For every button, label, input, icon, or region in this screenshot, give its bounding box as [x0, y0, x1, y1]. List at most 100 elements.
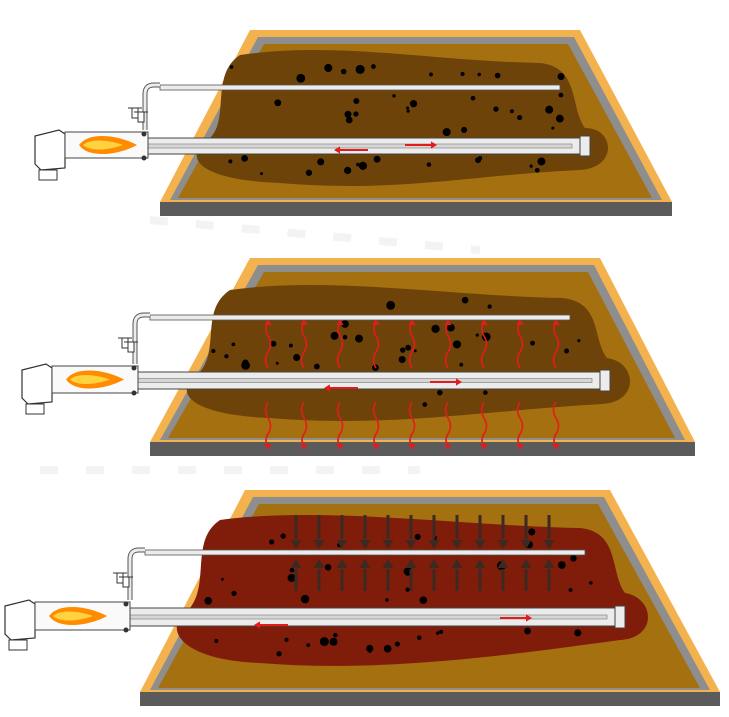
burner-foot — [8, 639, 28, 651]
contaminant-dot — [211, 349, 216, 354]
contaminant-dot — [269, 539, 275, 545]
base-slab — [160, 202, 672, 216]
contaminant-dot — [394, 641, 400, 647]
contaminant-dot — [470, 95, 476, 101]
contaminant-dot — [564, 348, 570, 354]
heat-wave-down — [408, 401, 416, 447]
contaminant-dot — [224, 354, 229, 359]
heat-wave-up — [444, 321, 452, 369]
heat-wave-down-arrowhead — [444, 444, 452, 450]
contaminant-dot — [287, 573, 296, 582]
contaminant-dot — [475, 333, 479, 337]
vapor-arrow-up-head — [336, 559, 348, 568]
contaminant-dot — [438, 629, 444, 635]
contaminant-dot — [409, 100, 418, 108]
contaminant-dot — [333, 632, 338, 638]
heat-wave-up — [552, 321, 560, 369]
heat-wave-down — [336, 401, 344, 447]
contaminant-dot — [353, 98, 360, 104]
contaminant-dot — [414, 533, 421, 540]
contaminant-dot — [570, 555, 577, 562]
heat-wave-up — [408, 321, 416, 369]
vapor-arrow-down-head — [313, 540, 325, 549]
contaminant-dot — [530, 340, 535, 346]
vapor-arrow-up-head — [290, 559, 302, 568]
contaminant-dot — [429, 72, 433, 77]
vapor-arrow-down-head — [520, 540, 532, 549]
heat-wave-down-arrowhead — [264, 444, 272, 450]
heat-wave-up-arrowhead — [552, 319, 560, 325]
contaminant-dot — [461, 296, 469, 304]
contaminant-dot — [558, 92, 564, 98]
contaminant-dot — [355, 334, 364, 343]
contaminant-dot — [460, 71, 465, 77]
vapor-arrow-down-head — [474, 540, 486, 549]
heat-wave-up-arrowhead — [444, 319, 452, 325]
flange-bolt — [123, 627, 129, 633]
vapor-arrow-down-head — [405, 540, 417, 549]
contaminant-dot — [319, 637, 329, 647]
vapor-arrow-up-head — [474, 559, 486, 568]
contaminant-dot — [324, 63, 333, 73]
heat-wave-down-arrowhead — [336, 444, 344, 450]
contaminant-dot — [284, 637, 289, 642]
contaminant-dot — [529, 164, 533, 168]
contaminant-dot — [558, 561, 566, 569]
flow-arrow-return-head — [334, 146, 340, 154]
vapor-pipe-icon — [144, 549, 586, 556]
heated-plume — [186, 285, 631, 421]
vapor-riser-inner — [143, 83, 160, 130]
heat-wave-up — [372, 321, 380, 369]
heater-inner-tube — [137, 378, 593, 383]
heat-wave-up — [516, 321, 524, 369]
heated-plume — [196, 50, 609, 186]
contaminant-dot — [371, 64, 376, 69]
contaminant-dot — [329, 637, 338, 646]
contaminant-dot — [342, 334, 348, 340]
contaminant-dot — [241, 361, 250, 370]
contaminant-dot — [436, 389, 443, 396]
heat-wave-up — [336, 321, 344, 369]
contaminant-dot — [537, 157, 546, 166]
flame-core — [70, 374, 110, 385]
contaminant-dot — [555, 114, 564, 123]
burner-foot — [25, 403, 45, 415]
contaminant-dot — [422, 402, 428, 407]
contaminant-dot — [353, 111, 359, 117]
contaminant-dot — [221, 577, 224, 581]
contaminant-dot — [229, 65, 234, 69]
heater-end-cap — [599, 369, 611, 392]
heat-wave-down-arrowhead — [300, 444, 308, 450]
contaminant-dot — [306, 643, 311, 648]
contaminant-dot — [442, 128, 451, 137]
burner-foot — [38, 169, 58, 181]
burner-unit-icon — [4, 599, 36, 641]
vapor-arrow-up-head — [520, 559, 532, 568]
heater-end-cap — [579, 135, 591, 157]
contaminant-dot — [524, 627, 531, 635]
contaminant-dot — [551, 126, 555, 130]
heat-wave-down — [264, 401, 272, 447]
contaminant-dot — [241, 155, 248, 162]
contaminant-dot — [386, 300, 396, 310]
contaminant-dot — [228, 159, 233, 164]
contaminant-dot — [405, 587, 410, 592]
contaminant-dot — [330, 331, 339, 340]
burner-unit-icon — [34, 129, 66, 171]
heat-wave-down-arrowhead — [408, 444, 416, 450]
contaminant-dot — [459, 362, 464, 367]
flame-core — [83, 140, 123, 150]
contaminant-dot — [214, 639, 219, 643]
contaminant-dot — [493, 106, 499, 112]
heat-wave-down — [372, 401, 380, 447]
valve-icon — [116, 572, 124, 584]
contaminant-dot — [419, 596, 428, 604]
contaminant-dot — [435, 631, 440, 635]
contaminant-dot — [475, 157, 482, 164]
heater-inner-tube — [129, 614, 608, 620]
contaminant-dot — [344, 110, 352, 118]
contaminant-dot — [405, 106, 410, 110]
flow-arrow-return-head — [254, 621, 260, 629]
flow-arrow-supply-head — [526, 614, 532, 622]
contaminant-dot — [528, 528, 536, 536]
